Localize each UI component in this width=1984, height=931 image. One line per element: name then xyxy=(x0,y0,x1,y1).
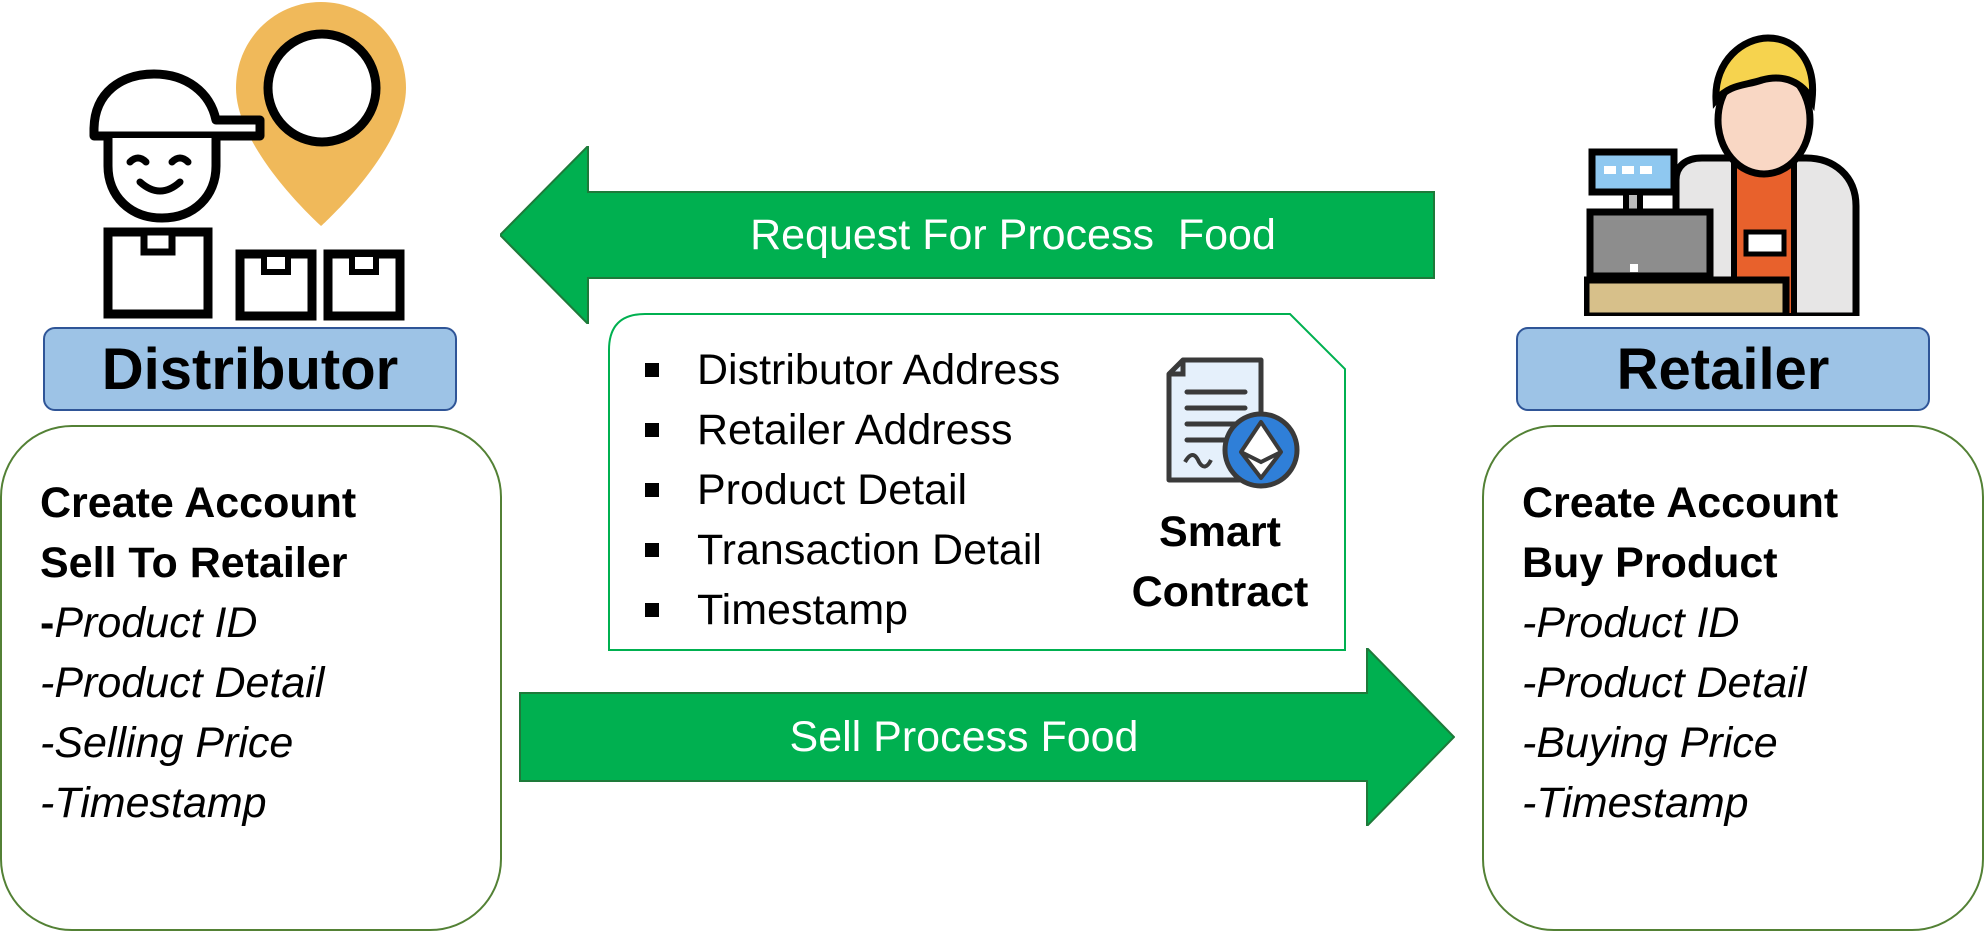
bullet-icon xyxy=(645,423,659,437)
retailer-info-box: Create Account Buy Product -Product ID -… xyxy=(1482,425,1984,931)
smart-contract-label-line1: Smart xyxy=(1159,508,1281,556)
smart-contract-fields: Distributor Address Retailer Address Pro… xyxy=(612,340,1132,640)
distributor-field-product-detail: -Product Detail xyxy=(40,659,325,707)
distributor-info-box: Create Account Sell To Retailer -Product… xyxy=(0,425,502,931)
distributor-action-sell-to-retailer: Sell To Retailer xyxy=(40,539,348,587)
sc-field-product-detail: Product Detail xyxy=(612,460,1132,520)
retailer-title: Retailer xyxy=(1616,336,1830,402)
distributor-label: Distributor xyxy=(43,327,457,411)
retailer-field-buying-price: -Buying Price xyxy=(1522,719,1778,767)
sc-field-distributor-address: Distributor Address xyxy=(612,340,1132,400)
distributor-field-selling-price: -Selling Price xyxy=(40,719,294,767)
sc-field-product-detail-text: Product Detail xyxy=(697,466,968,514)
distributor-field-product-id-text: Product ID xyxy=(54,599,258,647)
retailer-label: Retailer xyxy=(1516,327,1930,411)
sc-field-timestamp: Timestamp xyxy=(612,580,1132,640)
retailer-field-timestamp: -Timestamp xyxy=(1522,779,1749,827)
distributor-icon xyxy=(89,2,406,321)
retailer-field-product-detail: -Product Detail xyxy=(1522,659,1807,707)
distributor-field-product-id: -Product ID xyxy=(40,593,500,653)
ethereum-contract-icon xyxy=(1166,357,1300,489)
distributor-field-timestamp: -Timestamp xyxy=(40,779,267,827)
sell-arrow-label: Sell Process Food xyxy=(789,712,1139,761)
bullet-icon xyxy=(645,543,659,557)
retailer-action-create-account: Create Account xyxy=(1522,479,1839,527)
request-arrow-label: Request For Process Food xyxy=(750,210,1276,259)
sell-arrow xyxy=(519,648,1455,826)
distributor-action-create-account: Create Account xyxy=(40,479,357,527)
retailer-action-buy-product: Buy Product xyxy=(1522,539,1778,587)
smart-contract-label: Smart Contract xyxy=(1110,502,1330,622)
distributor-title: Distributor xyxy=(101,336,399,402)
smart-contract-panel xyxy=(608,313,1346,651)
sc-field-transaction-detail-text: Transaction Detail xyxy=(697,526,1042,574)
retailer-icon xyxy=(1584,34,1860,316)
sc-field-transaction-detail: Transaction Detail xyxy=(612,520,1132,580)
sc-field-retailer-address: Retailer Address xyxy=(612,400,1132,460)
retailer-field-product-id: -Product ID xyxy=(1522,599,1740,647)
sc-field-timestamp-text: Timestamp xyxy=(697,586,909,634)
sc-field-distributor-address-text: Distributor Address xyxy=(697,346,1061,394)
bullet-icon xyxy=(645,363,659,377)
bullet-icon xyxy=(645,483,659,497)
distributor-field-product-id-dash: - xyxy=(40,599,55,647)
smart-contract-label-line2: Contract xyxy=(1131,568,1309,616)
sc-field-retailer-address-text: Retailer Address xyxy=(697,406,1013,454)
bullet-icon xyxy=(645,603,659,617)
request-arrow xyxy=(500,146,1435,324)
